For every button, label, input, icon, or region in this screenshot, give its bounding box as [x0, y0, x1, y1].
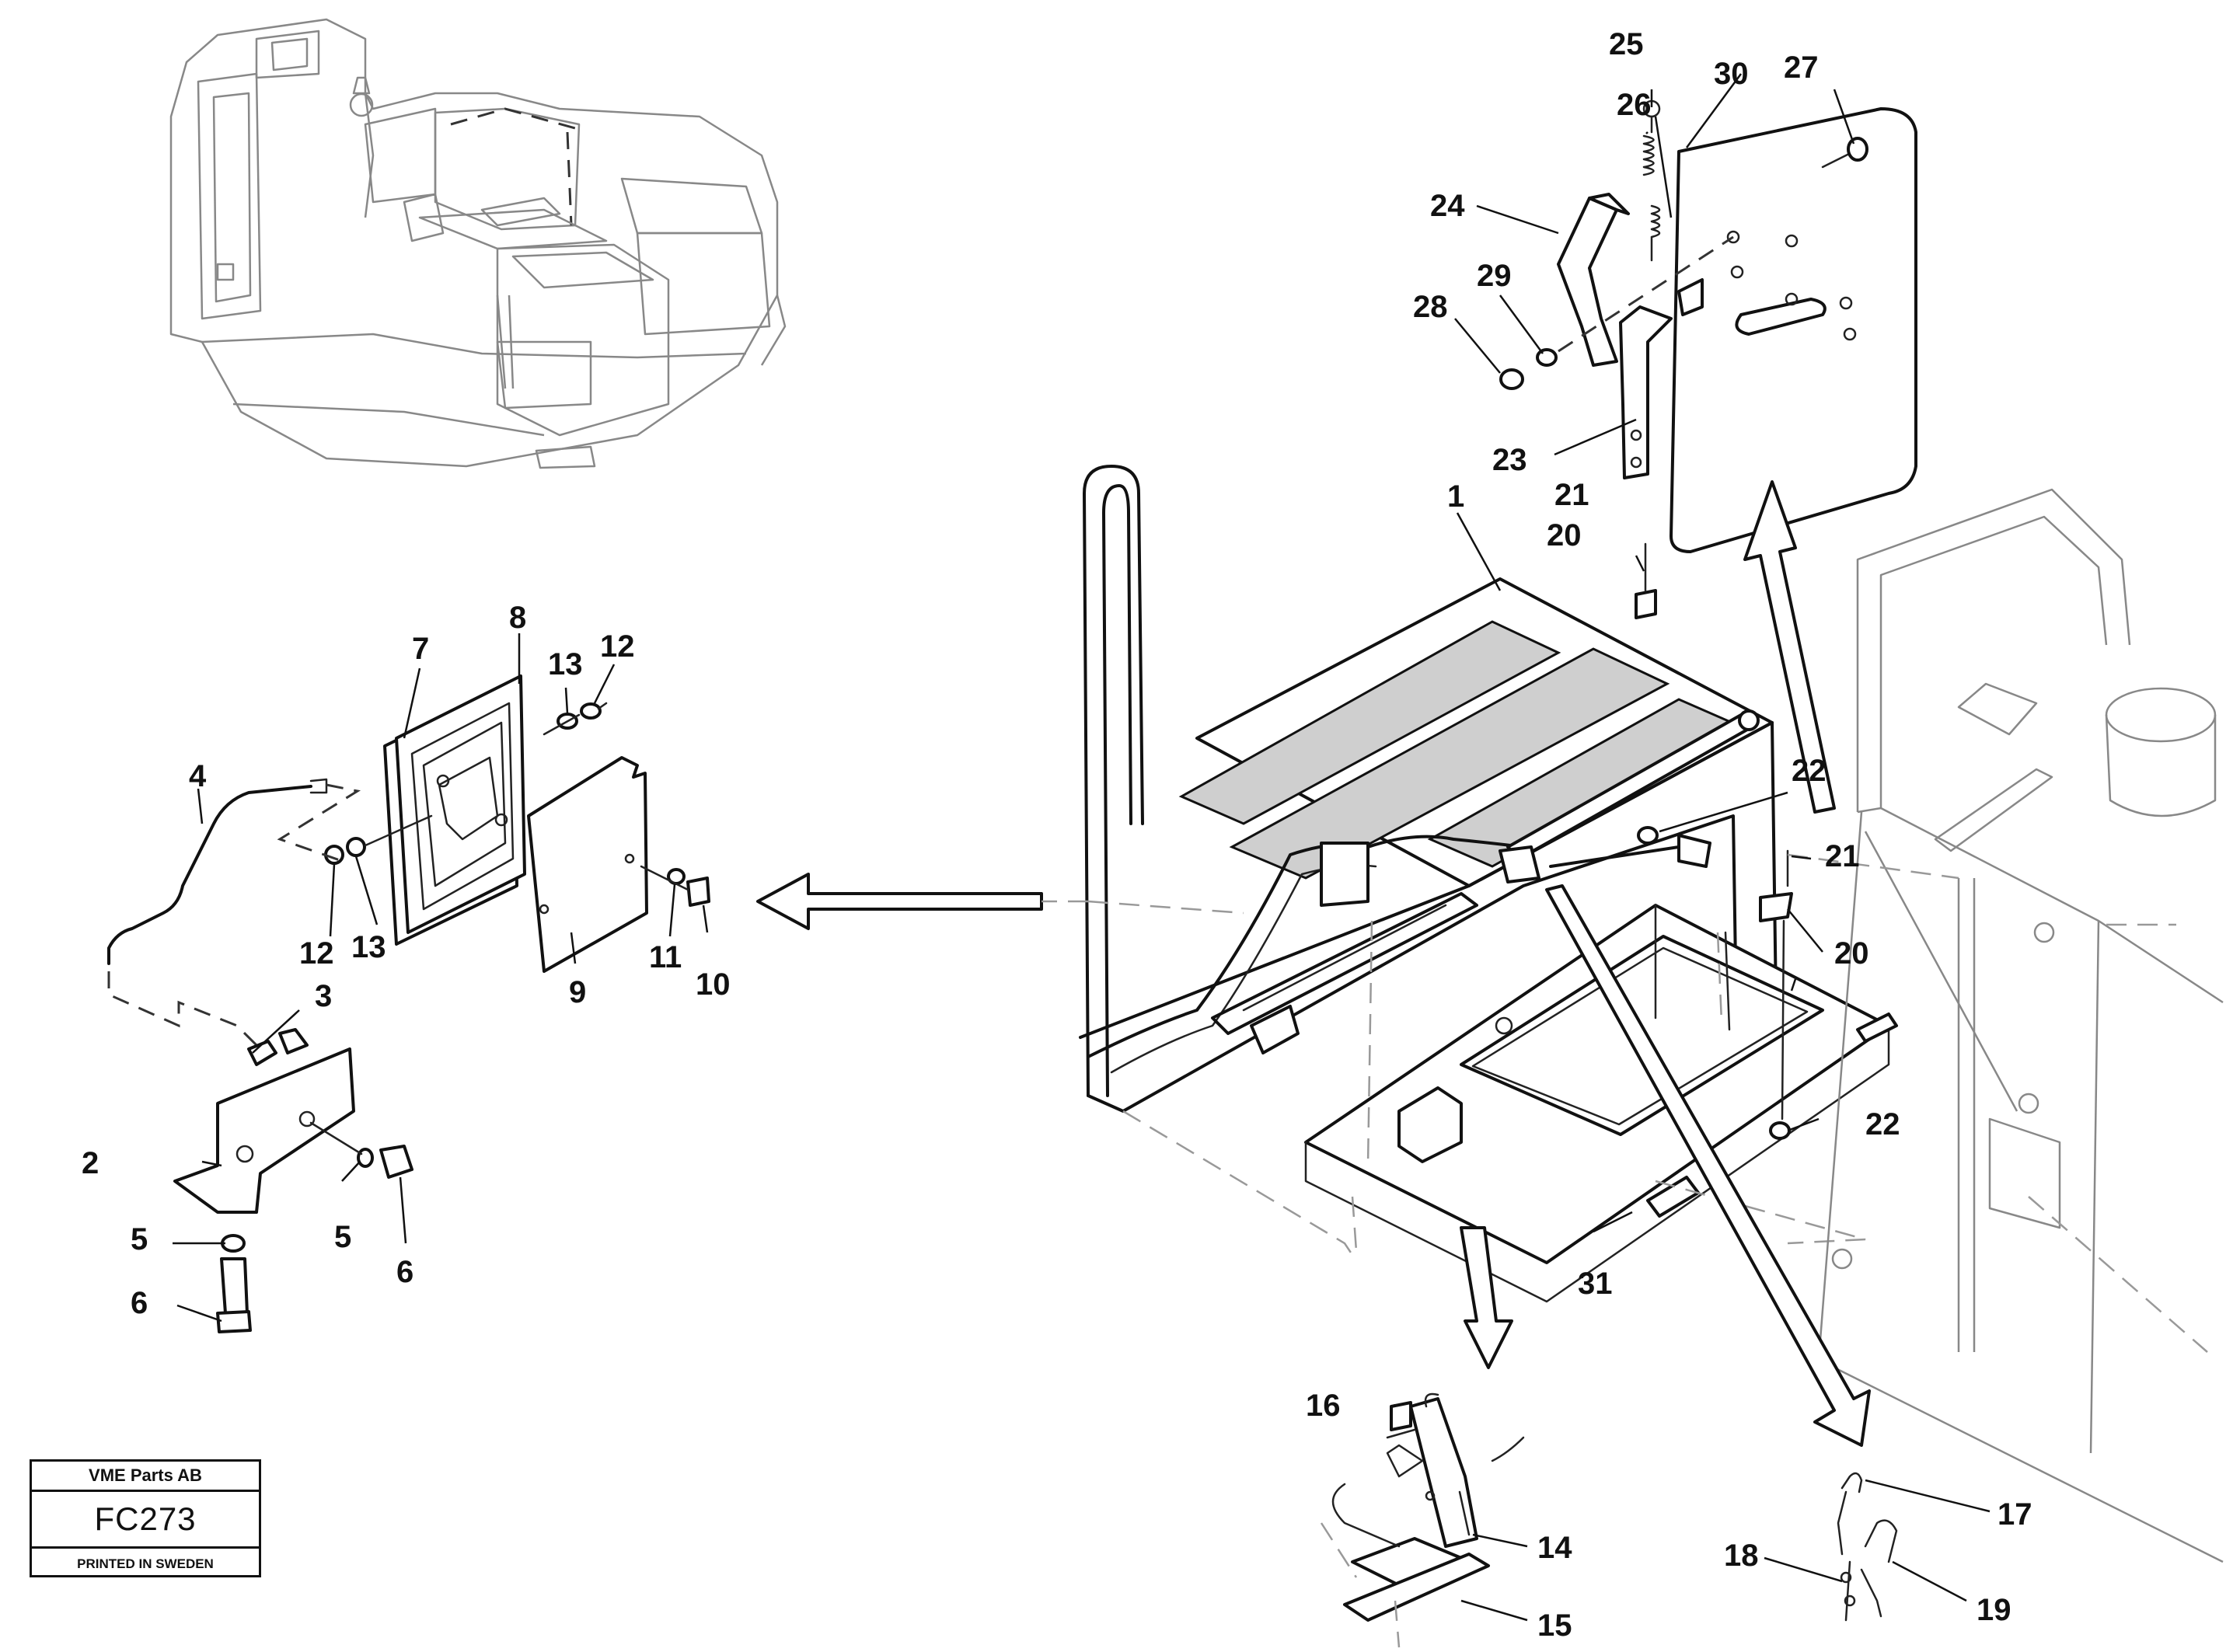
label-21b: 21 [1825, 839, 1860, 873]
label-12a: 12 [299, 936, 334, 971]
label-30: 30 [1714, 57, 1749, 91]
direction-arrows [756, 480, 1871, 1447]
leader-lines [173, 73, 1991, 1622]
label-26: 26 [1617, 88, 1652, 122]
label-19: 19 [1977, 1593, 2011, 1627]
label-23: 23 [1492, 443, 1527, 477]
label-1: 1 [1447, 479, 1464, 514]
label-12b: 12 [600, 629, 635, 664]
label-14: 14 [1537, 1531, 1572, 1565]
part-number-labels: 1 2 3 4 5 5 6 6 7 8 9 10 11 12 12 13 13 … [82, 27, 2032, 1643]
drawing-code: FC273 [32, 1492, 259, 1549]
label-16: 16 [1306, 1389, 1341, 1423]
label-31: 31 [1578, 1267, 1613, 1301]
label-24: 24 [1430, 189, 1465, 223]
label-25: 25 [1609, 27, 1644, 61]
printed-note: PRINTED IN SWEDEN [77, 1556, 214, 1571]
hinge-detail [1320, 1392, 1898, 1648]
label-8: 8 [509, 601, 526, 635]
label-3: 3 [315, 979, 332, 1013]
label-22b: 22 [1865, 1107, 1900, 1141]
arrow-left [756, 873, 1043, 930]
company-name: VME Parts AB [32, 1462, 259, 1492]
title-block: VME Parts AB FC273 PRINTED IN SWEDEN [30, 1459, 261, 1577]
label-13b: 13 [548, 647, 583, 681]
label-21a: 21 [1554, 478, 1589, 512]
label-5a: 5 [131, 1222, 148, 1256]
label-22a: 22 [1792, 754, 1827, 788]
label-7: 7 [412, 632, 429, 666]
label-17: 17 [1998, 1497, 2032, 1532]
label-13a: 13 [351, 930, 386, 964]
label-15: 15 [1537, 1608, 1572, 1643]
label-9: 9 [569, 975, 586, 1009]
label-5b: 5 [334, 1220, 351, 1254]
label-27: 27 [1784, 51, 1819, 85]
machine-overview [169, 18, 787, 469]
label-20b: 20 [1834, 936, 1869, 971]
battery-box-assembly [1079, 465, 1898, 1303]
label-6b: 6 [396, 1255, 413, 1289]
label-29: 29 [1477, 259, 1512, 293]
label-4: 4 [189, 759, 207, 793]
arrow-down-right [1545, 884, 1871, 1447]
arrow-down [1460, 1226, 1513, 1369]
arrow-up [1743, 480, 1836, 814]
label-11: 11 [649, 940, 682, 974]
light-assembly [107, 674, 710, 1333]
label-20a: 20 [1547, 518, 1582, 552]
label-6a: 6 [131, 1286, 148, 1320]
label-10: 10 [696, 967, 731, 1002]
bracket-detail [1499, 89, 1917, 553]
label-18: 18 [1724, 1539, 1759, 1573]
label-2: 2 [82, 1146, 99, 1180]
label-28: 28 [1413, 290, 1448, 324]
